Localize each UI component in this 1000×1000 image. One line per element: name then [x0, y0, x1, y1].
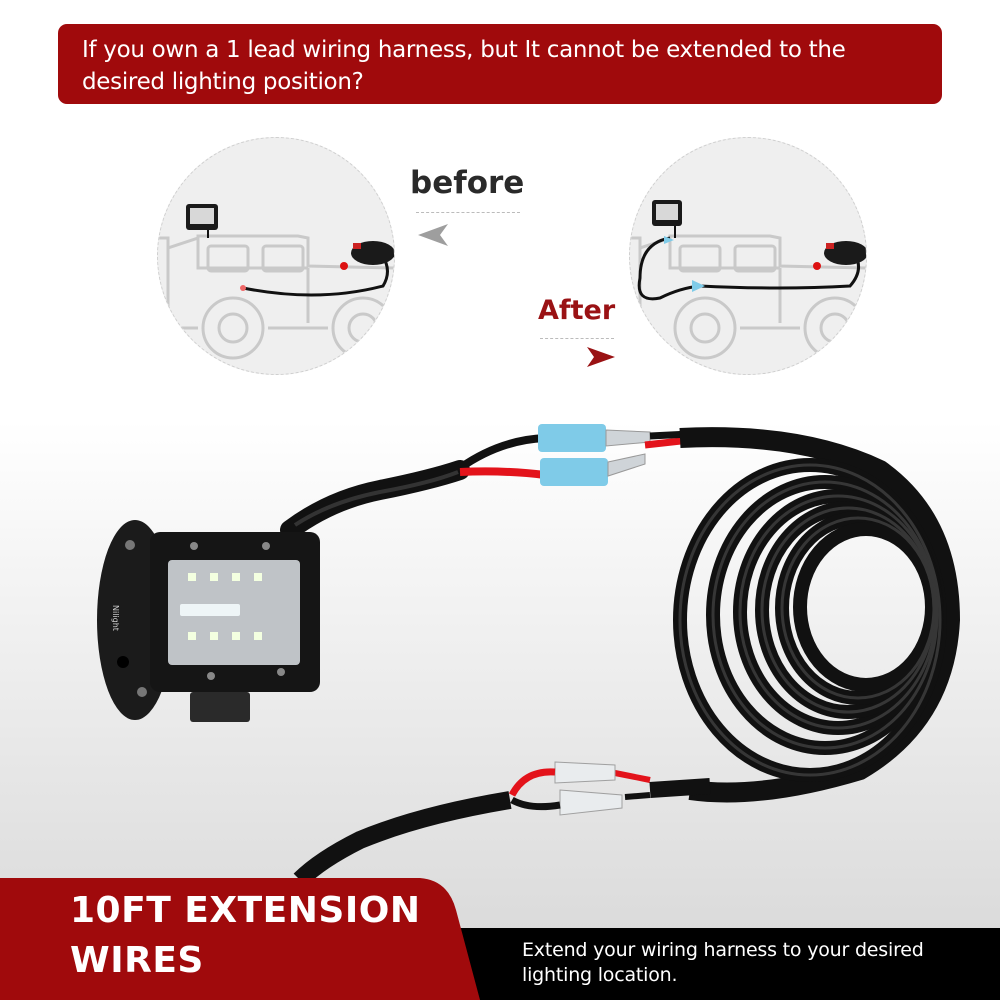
vehicle-before-icon: [158, 204, 394, 360]
extension-wire-product-image: Nilight: [97, 424, 961, 887]
headline-banner: If you own a 1 lead wiring harness, but …: [58, 24, 942, 104]
feature-title-line-2: WIRES: [70, 940, 204, 981]
arrow-left-icon: [418, 224, 448, 246]
feature-description: Extend your wiring harness to your desir…: [522, 938, 992, 988]
led-light-pod: Nilight: [97, 520, 320, 722]
headline-line-1: If you own a 1 lead wiring harness, but …: [82, 37, 846, 63]
feature-description-line-2: lighting location.: [522, 964, 678, 986]
vehicle-after-icon: [630, 200, 866, 360]
lower-connector-pair: [554, 761, 623, 816]
feature-title: 10FT EXTENSION WIRES: [70, 886, 420, 986]
feature-title-line-1: 10FT EXTENSION: [70, 890, 421, 931]
after-illustration: [629, 137, 867, 375]
feature-description-line-1: Extend your wiring harness to your desir…: [522, 939, 924, 961]
extension-wire-icon: [637, 236, 701, 301]
before-label: before: [410, 165, 525, 201]
wire-icon: [242, 249, 389, 297]
arrow-right-icon: [587, 347, 615, 367]
upper-connector-pair: [538, 424, 691, 486]
after-label: After: [538, 295, 616, 326]
after-divider: [540, 338, 614, 339]
headline-line-2: desired lighting position?: [82, 69, 364, 95]
before-illustration: [157, 137, 395, 375]
bottom-red-panel: [0, 878, 480, 1000]
brand-text: Nilight: [111, 605, 120, 631]
before-divider: [416, 212, 520, 213]
harness-icon: [351, 241, 394, 265]
harness-icon: [824, 241, 866, 265]
